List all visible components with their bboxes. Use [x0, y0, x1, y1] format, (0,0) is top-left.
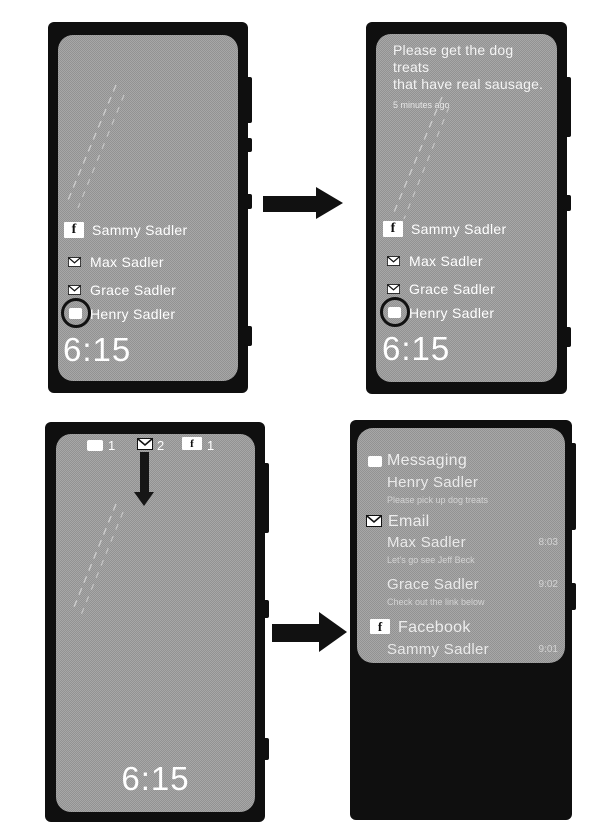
lock-contact-row: f Sammy Sadler [64, 221, 187, 239]
contact-name: Max Sadler [90, 254, 164, 270]
shade-section-header: Email [388, 513, 430, 530]
facebook-icon: f [370, 619, 390, 634]
lock-contact-row: Grace Sadler [68, 282, 177, 298]
side-button [261, 600, 269, 618]
side-button [244, 194, 252, 209]
screen-reflection-lines [391, 96, 450, 220]
power-button [244, 326, 252, 346]
contact-name: Grace Sadler [409, 281, 496, 297]
screen-reflection-lines [65, 84, 125, 209]
home-screen-display: 1 2 f 1 6:15 [56, 434, 255, 812]
phone-lock-screen-notification: Please get the dog treats that have real… [366, 22, 571, 394]
shade-notification-preview: Let's go see Jeff Beck [387, 555, 475, 565]
phone-lock-screen: f Sammy Sadler Max Sadler Grace Sadler [48, 22, 252, 393]
shade-notification-time: 8:03 [538, 537, 558, 548]
lock-contact-row: Max Sadler [68, 254, 164, 270]
shade-notification-time: 9:02 [538, 579, 558, 590]
shade-notification-sender[interactable]: Grace Sadler [387, 576, 479, 593]
shade-notification-sender[interactable]: Sammy Sadler [387, 641, 489, 658]
transition-arrow-right [263, 187, 343, 220]
power-button [261, 738, 269, 760]
lock-contact-row: Grace Sadler [387, 281, 496, 297]
messaging-icon [388, 307, 401, 318]
lock-contact-row: Henry Sadler [69, 305, 176, 322]
facebook-icon: f [182, 437, 202, 450]
phone-status-bar: 1 2 f 1 6:15 [45, 422, 269, 822]
shade-notification-sender[interactable]: Henry Sadler [387, 474, 479, 491]
screen-reflection-lines [71, 503, 124, 616]
contact-name: Grace Sadler [90, 282, 177, 298]
contact-name: Henry Sadler [409, 304, 495, 321]
email-icon [68, 257, 81, 267]
lock-contact-row: Henry Sadler [388, 304, 495, 321]
lock-notification-banner: Please get the dog treats that have real… [393, 42, 553, 110]
side-button [563, 195, 571, 211]
shade-notification-time: 9:01 [538, 644, 558, 655]
highlight-circle [380, 297, 410, 327]
notification-text-line2: that have real sausage. [393, 76, 544, 92]
volume-button [244, 77, 252, 123]
messaging-icon [368, 456, 382, 467]
lock-contact-row: Max Sadler [387, 253, 483, 269]
shade-notification-preview: Check out the link below [387, 597, 485, 607]
highlight-circle [61, 298, 91, 328]
side-button [568, 583, 576, 610]
contact-name: Max Sadler [409, 253, 483, 269]
email-icon [387, 284, 400, 294]
messaging-icon [69, 308, 82, 319]
notification-timestamp: 5 minutes ago [393, 100, 450, 110]
lock-clock: 6:15 [382, 330, 451, 367]
power-button [563, 327, 571, 347]
side-button [244, 138, 252, 152]
email-icon [366, 515, 382, 527]
shade-section-header: Facebook [398, 619, 471, 636]
messaging-count: 1 [108, 438, 116, 453]
volume-button [568, 443, 576, 530]
email-icon [137, 438, 153, 450]
notification-shade-panel[interactable]: Messaging Henry Sadler Please pick up do… [357, 428, 565, 663]
email-icon [68, 285, 81, 295]
shade-section-header: Messaging [387, 452, 468, 469]
lock-contact-row: f Sammy Sadler [383, 220, 506, 238]
facebook-count: 1 [207, 438, 215, 453]
email-icon [387, 256, 400, 266]
volume-button [563, 77, 571, 137]
facebook-icon: f [383, 221, 403, 237]
shade-notification-sender[interactable]: Max Sadler [387, 534, 466, 551]
shade-notification-preview: Please pick up dog treats [387, 495, 489, 505]
transition-arrow-right [272, 612, 347, 652]
lock-screen-display: f Sammy Sadler Max Sadler Grace Sadler [58, 35, 238, 381]
lock-screen-display: Please get the dog treats that have real… [376, 34, 557, 382]
volume-button [261, 463, 269, 533]
messaging-icon [87, 440, 103, 451]
contact-name: Henry Sadler [90, 305, 176, 322]
phone-notification-shade: Messaging Henry Sadler Please pick up do… [350, 420, 576, 820]
contact-name: Sammy Sadler [411, 221, 507, 237]
notification-text-line1: Please get the dog treats [393, 42, 514, 75]
facebook-icon: f [64, 222, 84, 238]
lock-clock: 6:15 [63, 331, 132, 368]
home-clock: 6:15 [121, 760, 190, 797]
email-count: 2 [157, 438, 165, 453]
contact-name: Sammy Sadler [92, 222, 188, 238]
